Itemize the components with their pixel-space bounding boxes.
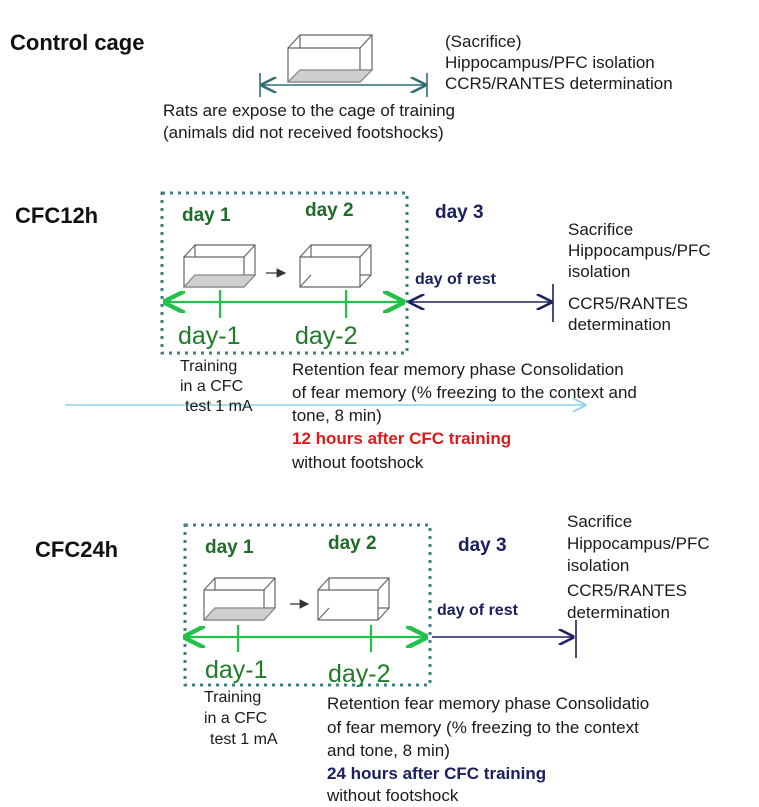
cfc12-retention-line-3: tone, 8 min) <box>292 406 382 425</box>
cfc12-day2-label: day 2 <box>305 200 354 221</box>
cfc24-rest-label: day of rest <box>437 602 518 619</box>
cfc24-title: CFC24h <box>35 537 119 562</box>
cfc24-retention-line-2: of fear memory (% freezing to the contex… <box>327 718 639 737</box>
control-result-line-1: (Sacrifice) <box>445 32 522 51</box>
cfc24-retention-line-1: Retention fear memory phase Consolidatio <box>327 694 650 713</box>
cfc24-training-line-1: Training <box>204 689 262 706</box>
cfc12-training-box <box>160 191 409 355</box>
cfc12-cage-icon-2 <box>299 244 372 288</box>
control-cage-title: Control cage <box>10 30 145 55</box>
cfc12-without: without footshock <box>292 453 424 472</box>
cfc24-day1-dash: day-1 <box>205 656 268 684</box>
cfc12-training-line-2: in a CFC <box>180 378 244 395</box>
control-result-line-2: Hippocampus/PFC isolation <box>445 53 655 72</box>
cfc24-timing: 24 hours after CFC training <box>327 764 547 783</box>
cfc24-training-line-2: in a CFC <box>204 710 268 727</box>
cfc12-timing: 12 hours after CFC training <box>292 429 512 448</box>
cfc24-sacrifice-line-4: CCR5/RANTES <box>567 581 687 600</box>
cfc24-training-box <box>183 523 432 687</box>
cfc24-retention-line-3: and tone, 8 min) <box>327 741 450 760</box>
cfc12-title: CFC12h <box>15 203 99 228</box>
cfc12-sacrifice-line-2: Hippocampus/PFC <box>568 241 711 260</box>
control-caption-line-1: Rats are expose to the cage of training <box>163 101 456 120</box>
cfc12-retention-line-2: of fear memory (% freezing to the contex… <box>292 383 637 402</box>
cfc24-training-line-3: test 1 mA <box>210 731 278 748</box>
cfc12-sacrifice-line-4: CCR5/RANTES <box>568 294 688 313</box>
cfc24-day2-dash: day-2 <box>328 660 391 688</box>
cfc24-day3-label: day 3 <box>458 535 507 556</box>
cfc24-cage-icon-1 <box>202 577 277 621</box>
cfc12-retention-line-1: Retention fear memory phase Consolidatio… <box>292 360 624 379</box>
control-cage-icon <box>286 34 374 83</box>
cfc24-cage-icon-2 <box>317 577 390 621</box>
cfc12-day2-dash: day-2 <box>295 322 358 350</box>
cfc12-sacrifice-line-3: isolation <box>568 262 631 281</box>
cfc12-day1-label: day 1 <box>182 205 231 226</box>
cfc12-sacrifice-line-1: Sacrifice <box>568 220 634 239</box>
cfc24-day2-label: day 2 <box>328 533 377 554</box>
control-result-line-3: CCR5/RANTES determination <box>445 74 673 93</box>
cfc24-sacrifice-line-1: Sacrifice <box>567 512 633 531</box>
cfc12-training-line-1: Training <box>180 358 238 375</box>
cfc24-sacrifice-line-2: Hippocampus/PFC <box>567 534 710 553</box>
cfc12-training-line-3: test 1 mA <box>185 398 253 415</box>
cfc12-cage-icon-1 <box>182 244 257 288</box>
control-caption-line-2: (animals did not received footshocks) <box>163 123 444 142</box>
cfc12-sacrifice-line-5: determination <box>568 315 672 334</box>
cfc24-without: without footshock <box>327 786 459 805</box>
cfc24-sacrifice-line-3: isolation <box>567 556 630 575</box>
cfc24-day1-label: day 1 <box>205 537 254 558</box>
cfc24-sacrifice-line-5: determination <box>567 603 671 622</box>
cfc12-day1-dash: day-1 <box>178 322 241 350</box>
cfc12-day3-label: day 3 <box>435 202 484 223</box>
cfc12-rest-label: day of rest <box>415 271 496 288</box>
